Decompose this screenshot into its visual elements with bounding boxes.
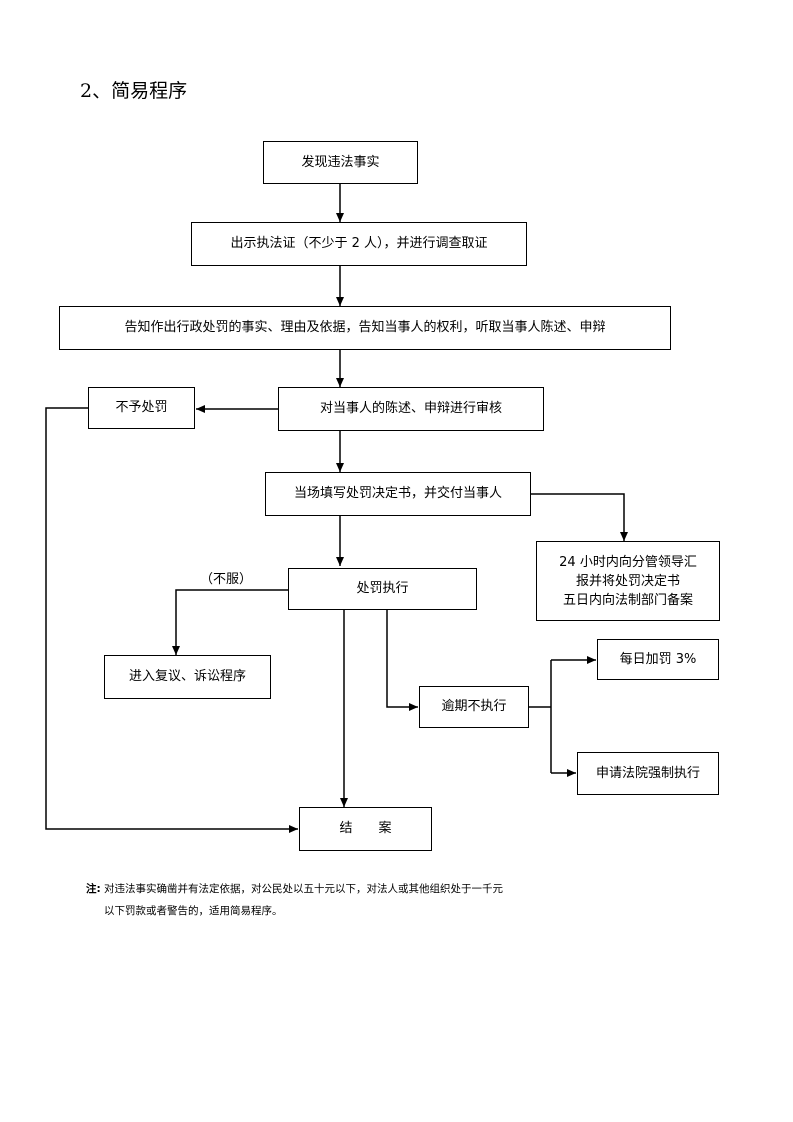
footnote-line1: 对违法事实确凿并有法定依据，对公民处以五十元以下，对法人或其他组织处于一千元 xyxy=(104,883,504,895)
node-report-filing-line2: 报并将处罚决定书 xyxy=(575,573,680,589)
node-review-statement: 对当事人的陈述、申辩进行审核 xyxy=(278,387,544,431)
node-fill-decision: 当场填写处罚决定书，并交付当事人 xyxy=(265,472,531,516)
node-execute-penalty-label: 处罚执行 xyxy=(356,581,409,596)
node-inform-rights-label: 告知作出行政处罚的事实、理由及依据，告知当事人的权利，听取当事人陈述、申辩 xyxy=(124,320,606,335)
footnote: 注: 对违法事实确凿并有法定依据，对公民处以五十元以下，对法人或其他组织处于一千… xyxy=(86,880,606,920)
arrow-fill-to-report xyxy=(531,493,628,541)
node-daily-fine-label: 每日加罚 3% xyxy=(619,651,697,667)
arrow-nopenalty-to-close xyxy=(45,407,298,833)
page-title: 2、简易程序 xyxy=(80,80,188,102)
node-review-statement-label: 对当事人的陈述、申辩进行审核 xyxy=(319,401,502,416)
node-no-penalty: 不予处罚 xyxy=(88,387,195,429)
node-fill-decision-label: 当场填写处罚决定书，并交付当事人 xyxy=(293,486,502,501)
node-overdue-label: 逾期不执行 xyxy=(441,699,507,714)
arrow-execute-to-appeal xyxy=(172,589,288,655)
node-inform-rights: 告知作出行政处罚的事实、理由及依据，告知当事人的权利，听取当事人陈述、申辩 xyxy=(59,306,671,350)
arrow-execute-to-overdue xyxy=(386,610,418,711)
node-report-filing-line1: 24 小时内向分管领导汇 xyxy=(559,554,697,570)
node-no-penalty-label: 不予处罚 xyxy=(115,400,168,415)
node-report-filing: 24 小时内向分管领导汇 报并将处罚决定书 五日内向法制部门备案 xyxy=(536,541,720,621)
label-not-accept: （不服） xyxy=(200,572,253,587)
footnote-lead: 注: xyxy=(86,883,101,895)
node-appeal-litigation-label: 进入复议、诉讼程序 xyxy=(128,669,246,684)
node-overdue: 逾期不执行 xyxy=(419,686,529,728)
node-court-enforcement-label: 申请法院强制执行 xyxy=(595,765,700,781)
node-close-case-label: 结 案 xyxy=(339,821,392,836)
node-close-case: 结 案 xyxy=(299,807,432,851)
node-show-id-investigate: 出示执法证（不少于 2 人），并进行调查取证 xyxy=(191,222,527,266)
node-execute-penalty: 处罚执行 xyxy=(288,568,477,610)
node-show-id-investigate-label: 出示执法证（不少于 2 人），并进行调查取证 xyxy=(230,236,488,251)
node-court-enforcement: 申请法院强制执行 xyxy=(577,752,719,795)
node-daily-fine: 每日加罚 3% xyxy=(597,639,719,680)
node-report-filing-line3: 五日内向法制部门备案 xyxy=(562,592,693,608)
node-discover-violation-label: 发现违法事实 xyxy=(301,154,380,170)
node-appeal-litigation: 进入复议、诉讼程序 xyxy=(104,655,271,699)
footnote-line2: 以下罚款或者警告的，适用简易程序。 xyxy=(104,905,283,917)
node-discover-violation: 发现违法事实 xyxy=(263,141,418,184)
